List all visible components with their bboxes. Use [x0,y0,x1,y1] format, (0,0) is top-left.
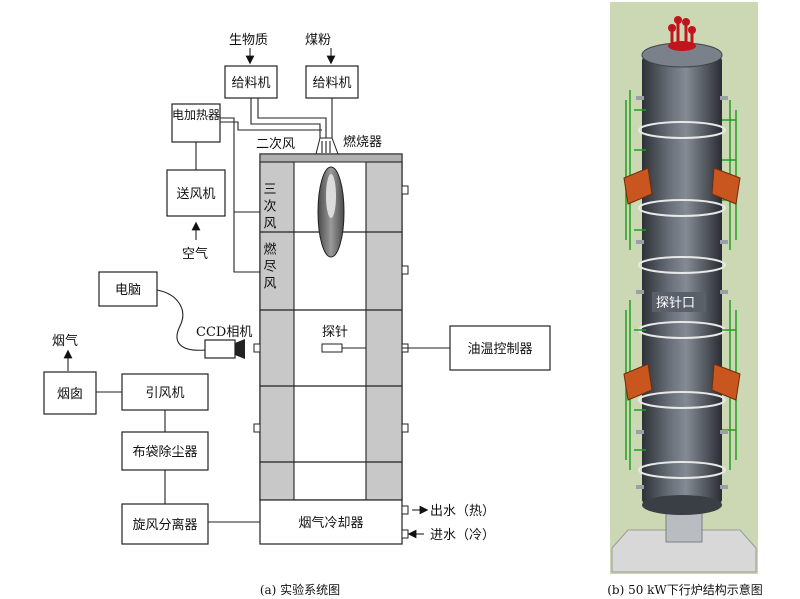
cyclone-box [121,503,209,545]
computer-label: 电脑 [115,283,141,298]
water-in-label: 进水（冷） [430,528,495,543]
electric-heater-label: 电加热器 [172,108,220,122]
oil-temp-controller-box [449,325,551,371]
probe-label: 探针 [322,325,348,340]
camera-cable [156,289,206,351]
cyclone-label: 旋风分离器 [132,517,197,533]
probe-shape [321,343,343,353]
svg-text:燃尽风: 燃尽风 [261,241,277,293]
probe-port-label: 探针口 [656,296,695,311]
feeder-right-label: 给料机 [312,76,351,91]
bag-filter-label: 布袋除尘器 [132,445,197,460]
secondary-air-label: 二次风 [256,136,295,152]
induced-fan-label: 引风机 [145,386,184,401]
chimney-box [43,371,97,415]
side-stubs [636,96,728,489]
flue-gas-cooler-box [259,499,403,545]
water-out-label: 出水（热） [430,504,495,519]
air-label: 空气 [182,246,208,262]
biomass-label: 生物质 [229,33,268,48]
feed-pipe-inner [257,98,327,138]
blower-label: 送风机 [176,187,215,202]
computer-box [98,271,158,307]
secondary-air-line [220,121,322,131]
caption-a: (a) 实验系统图 [260,582,340,597]
burnout-air-text: 燃尽风 [261,241,277,293]
flange-rings [638,121,726,479]
furnace-ports [253,185,409,433]
cooler-ports [401,505,409,539]
chimney-label: 烟囱 [57,387,83,402]
ccd-camera-icon [204,339,245,359]
furnace-top [259,153,403,163]
electric-heater-box [171,103,221,143]
oil-temp-controller-label: 油温控制器 [467,342,532,357]
orange-brackets [623,167,741,401]
flue-gas-cooler-label: 烟气冷却器 [298,515,363,531]
tertiary-air-text: 三次风 [261,182,277,233]
furnace-right-wall [365,161,403,501]
feeder-right-box [305,65,359,99]
burner-shape [315,137,339,155]
caption-b: (b) 50 kW下行炉结构示意图 [607,582,763,597]
experimental-system-diagram: 生物质 煤粉 给料机 给料机 电加热器 送风机 空气 二次风 燃烧器 [43,33,551,597]
burnout-air-line [233,212,260,273]
blower-box [166,169,226,217]
feeder-left-box [224,65,278,99]
feed-pipe-left [250,98,321,138]
furnace-3d-render: 探针口 (b) 50 kW下行炉结构示意图 [607,2,763,597]
coal-powder-label: 煤粉 [305,33,331,48]
svg-text:三次风: 三次风 [261,182,277,233]
furnace-left-wall [259,161,295,501]
tertiary-air-line [220,117,260,213]
flue-gas-label: 烟气 [52,333,78,349]
burner-label: 燃烧器 [343,134,382,150]
ccd-camera-label: CCD相机 [196,325,252,340]
burner-top-pipes [670,22,694,48]
feeder-left-label: 给料机 [231,76,270,91]
base-hopper [611,529,757,573]
